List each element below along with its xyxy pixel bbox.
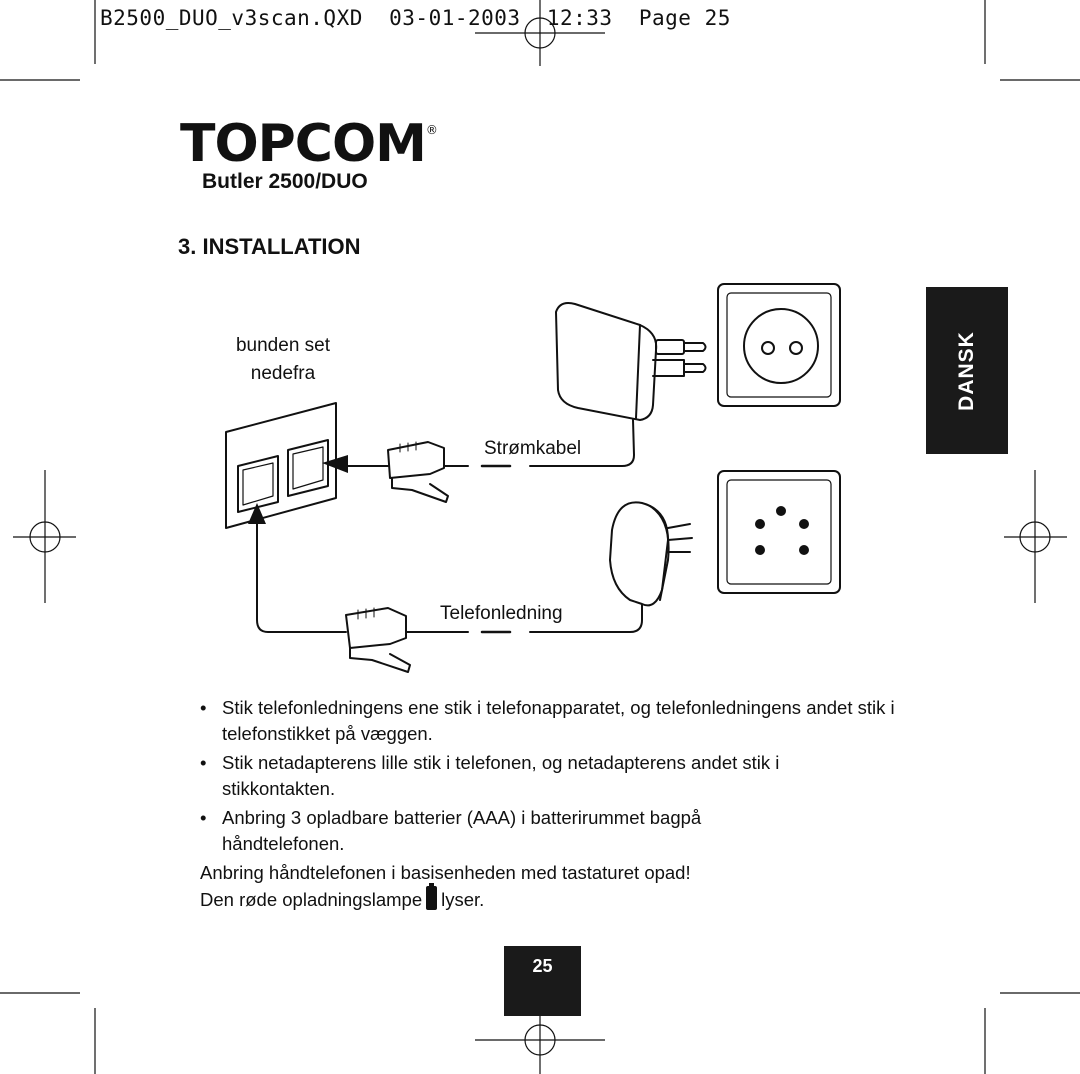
phone-modular-plug-drawing xyxy=(345,607,453,673)
phone-plug-drawing xyxy=(529,501,693,633)
power-adapter-drawing xyxy=(529,302,707,467)
charging-note-line1: Anbring håndtelefonen i basisenheden med… xyxy=(200,862,691,883)
product-name: Butler 2500/DUO xyxy=(202,170,368,193)
power-cable-label: Strømkabel xyxy=(484,438,582,459)
instruction-list: Stik telefonledningens ene stik i telefo… xyxy=(200,695,920,857)
registered-mark: ® xyxy=(425,123,438,137)
phone-socket-drawing xyxy=(717,470,841,594)
topcom-logo: TOPCOM® xyxy=(180,118,438,170)
instruction-item: Anbring 3 opladbare batterier (AAA) i ba… xyxy=(200,805,822,857)
base-bottom-label-line1: bunden set xyxy=(235,335,331,356)
charging-note-line2: Den røde opladningslampe lyser. xyxy=(200,883,920,913)
power-modular-plug-drawing xyxy=(387,441,453,503)
page-number: 25 xyxy=(504,946,581,1016)
charging-note-after: lyser. xyxy=(441,889,485,910)
charging-lamp-icon xyxy=(426,883,438,910)
charging-note: Anbring håndtelefonen i basisenheden med… xyxy=(200,860,920,913)
file-header: B2500_DUO_v3scan.QXD 03-01-2003 12:33 Pa… xyxy=(100,6,731,30)
phone-cord-label: Telefonledning xyxy=(440,603,563,624)
arrow-into-phone-jack xyxy=(248,503,266,524)
logo-text: TOPCOM xyxy=(180,114,427,174)
base-unit-drawing xyxy=(225,402,337,529)
section-title: 3. INSTALLATION xyxy=(178,234,361,259)
instruction-item: Stik netadapterens lille stik i telefone… xyxy=(200,750,862,802)
charging-note-before: Den røde opladningslampe xyxy=(200,889,423,910)
arrow-into-power-jack xyxy=(322,455,348,473)
language-tab: DANSK xyxy=(926,287,1008,454)
phone-socket-holes xyxy=(755,506,809,555)
instruction-item: Stik telefonledningens ene stik i telefo… xyxy=(200,695,920,747)
instructions: Stik telefonledningens ene stik i telefo… xyxy=(200,695,920,913)
power-socket-drawing xyxy=(717,283,841,407)
base-bottom-label: bunden set nedefra xyxy=(228,332,338,388)
base-bottom-label-line2: nedefra xyxy=(250,363,316,384)
